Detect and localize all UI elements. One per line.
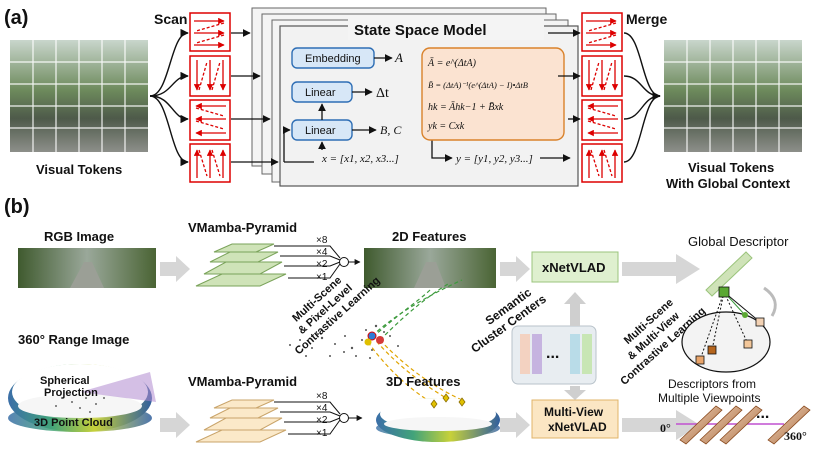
xnetvlad-block [531,251,619,283]
descriptors-label-1: Descriptors from [668,377,756,391]
features-2d-road [414,262,446,288]
part-a-label: (a) [4,7,28,29]
mv-xnetvlad-label-1: Multi-View [544,405,604,419]
global-descriptor-label: Global Descriptor [688,234,789,249]
scan-label: Scan [154,11,187,27]
equation-box [421,47,565,141]
pyramid-bottom-connectors [274,401,363,435]
pyramid-top-connectors [274,245,361,279]
scan-patterns-left [189,12,231,183]
equation-2: B̄ = (ΔtA)⁻¹(e^(ΔtA) − I)•ΔtB [428,80,528,90]
features-3d-ring [376,398,500,442]
range-label: 360° Range Image [18,332,129,347]
y-sequence: y = [y1, y2, y3...] [455,153,533,165]
pyramid-bottom-scales: ×8 ×4 ×2 ×1 [316,391,328,439]
range-ring [8,364,156,432]
descriptor-space [681,286,777,373]
output-caption-2: With Global Context [666,176,791,191]
svg-text:×8: ×8 [316,391,328,402]
symbol-delta: Δt [376,86,389,101]
svg-text:×8: ×8 [316,235,328,246]
svg-text:×4: ×4 [316,403,328,414]
cluster-ellipsis: ... [546,345,559,362]
features-3d-label: 3D Features [386,374,460,389]
linear-label-2: Linear [305,125,336,137]
sum-node-top [339,257,349,267]
equation-3: hk = Āhk−1 + B̄xk [428,101,504,113]
ssm-title: State Space Model [354,22,487,39]
svg-text:×4: ×4 [316,247,328,258]
equation-4: yk = Cxk [427,121,465,132]
ssm-title-band [348,18,544,40]
spherical-label-2: Projection [44,387,98,399]
merge-branch-lines [623,32,661,163]
pyramid-top [195,243,287,287]
features-2d-label: 2D Features [392,229,466,244]
symbol-bc: B, C [380,123,402,137]
ssm-to-merge-arrows [548,29,581,123]
x-sequence: x = [x1, x2, x3...] [321,153,399,165]
merge-label: Merge [626,11,667,27]
svg-text:×2: ×2 [316,415,328,426]
flow-arrows-top [160,254,700,284]
point-cloud-label: 3D Point Cloud [34,417,113,429]
xnetvlad-label: xNetVLAD [542,260,606,275]
multi-view-descriptor-bars [679,405,811,445]
svg-text:×2: ×2 [316,259,328,270]
global-descriptor-bar [705,251,753,297]
degree-0: 0° [660,421,671,435]
scan-to-ssm-arrows [231,29,279,166]
pyramid-bottom-label: VMamba-Pyramid [188,374,297,389]
output-visual-tokens-image [664,40,802,152]
mv-xnetvlad-label-2: xNetVLAD [548,420,607,434]
rgb-road [70,262,104,288]
pyramid-top-scales: ×8 ×4 ×2 ×1 [316,235,328,283]
scan-patterns-right [581,12,623,183]
equation-1: Ā = e^(ΔtA) [427,57,477,69]
point-cloud-markers [364,331,384,346]
descriptors-label-2: Multiple Viewpoints [658,391,761,405]
input-caption: Visual Tokens [36,162,122,177]
pyramid-top-label: VMamba-Pyramid [188,220,297,235]
cluster-center-bars [520,334,592,374]
linear-label-1: Linear [305,87,336,99]
range-point-cloud [55,397,105,413]
scan-branch-lines [149,28,189,167]
part-b-label: (b) [4,196,30,218]
flow-arrows-bottom [160,410,700,440]
features-3d-markers [430,393,466,409]
input-visual-tokens-image [10,40,148,152]
pyramid-bottom [195,399,287,443]
output-caption-1: Visual Tokens [688,160,774,175]
sum-node-bottom [339,413,349,423]
spherical-label-1: Spherical [40,375,90,387]
embedding-label: Embedding [305,53,361,65]
cluster-arrows [564,292,586,400]
degree-360: 360° [784,429,807,443]
rgb-label: RGB Image [44,229,114,244]
bars-ellipsis: ... [756,405,769,422]
symbol-a: A [394,50,403,65]
